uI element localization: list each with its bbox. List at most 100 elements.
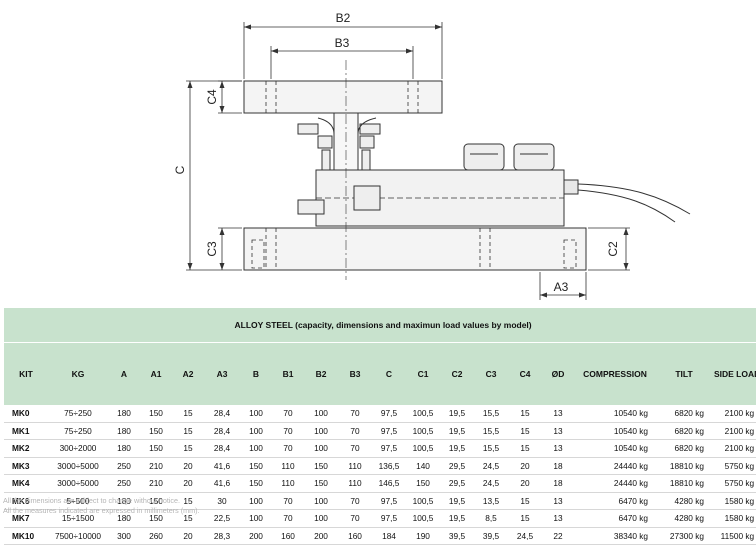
table-cell: 10540 kg: [574, 439, 656, 458]
table-cell: 2100 kg: [712, 422, 756, 440]
table-cell: 150: [304, 474, 338, 493]
table-cell: 13: [542, 492, 574, 510]
table-cell: 300÷2000: [48, 439, 108, 458]
table-cell: 100,5: [406, 422, 440, 440]
table-cell: 29,5: [440, 474, 474, 493]
column-header: A2: [172, 342, 204, 405]
table-cell: 100: [304, 405, 338, 423]
table-cell: 97,5: [372, 422, 406, 440]
table-cell: 75÷250: [48, 405, 108, 423]
table-cell: 180: [108, 405, 140, 423]
table-cell: 2100 kg: [712, 405, 756, 423]
table-cell: 24440 kg: [574, 474, 656, 493]
table-cell: 100: [240, 422, 272, 440]
table-cell: 97,5: [372, 492, 406, 510]
table-cell: 3000÷5000: [48, 474, 108, 493]
table-cell: 15: [172, 405, 204, 423]
table-cell: 11500 kg: [712, 527, 756, 545]
table-cell: 41,6: [204, 457, 240, 475]
table-cell: 15: [508, 509, 542, 528]
table-cell: 41,6: [204, 474, 240, 493]
kit-cell: MK6: [4, 492, 48, 510]
table-cell: 150: [140, 405, 172, 423]
table-cell: 6820 kg: [656, 422, 712, 440]
table-cell: 10540 kg: [574, 405, 656, 423]
table-cell: 15: [508, 439, 542, 458]
table-cell: 19,5: [440, 439, 474, 458]
table-cell: 70: [272, 509, 304, 528]
column-header: B: [240, 342, 272, 405]
table-cell: 5750 kg: [712, 457, 756, 475]
technical-drawing: B2 B3 C4 C C3 C2 A3: [173, 11, 691, 300]
table-cell: 150: [406, 474, 440, 493]
table-cell: 20: [508, 457, 542, 475]
table-cell: 28,4: [204, 405, 240, 423]
cable-gland: [563, 179, 579, 195]
table-cell: 22: [542, 527, 574, 545]
column-header: C2: [440, 342, 474, 405]
table-cell: 22,5: [204, 509, 240, 528]
table-cell: 2100 kg: [712, 439, 756, 458]
kit-cell: MK2: [4, 439, 48, 458]
table-cell: 180: [108, 422, 140, 440]
table-cell: 70: [338, 405, 372, 423]
table-cell: 20: [172, 527, 204, 545]
column-header: SIDE LOAD: [712, 342, 756, 405]
table-cell: 100: [240, 439, 272, 458]
table-cell: 15: [508, 492, 542, 510]
table-cell: 150: [240, 474, 272, 493]
table-cell: 19,5: [440, 492, 474, 510]
footnote-1: All the dimensions are subject to change…: [3, 496, 180, 505]
column-header: TILT: [656, 342, 712, 405]
table-cell: 20: [508, 474, 542, 493]
table-cell: 13: [542, 405, 574, 423]
junction-boss-1: [463, 143, 505, 171]
table-cell: 3000÷5000: [48, 457, 108, 475]
table-cell: 97,5: [372, 405, 406, 423]
bottom-bolt-right: [353, 185, 381, 211]
bottom-bolt-left: [297, 199, 325, 215]
dim-label-c: C: [173, 165, 187, 174]
table-cell: 18: [542, 474, 574, 493]
table-cell: 150: [240, 457, 272, 475]
table-cell: 250: [108, 474, 140, 493]
top-bolt-left: [297, 123, 319, 135]
table-cell: 13: [542, 509, 574, 528]
table-cell: 150: [304, 457, 338, 475]
table-cell: 15: [172, 492, 204, 510]
kit-cell: MK3: [4, 457, 48, 475]
table-cell: 140: [406, 457, 440, 475]
table-cell: 150: [140, 439, 172, 458]
table-cell: 100,5: [406, 492, 440, 510]
table-cell: 24,5: [508, 527, 542, 545]
table-cell: 30: [204, 492, 240, 510]
kit-cell: MK10: [4, 527, 48, 545]
table-cell: 5750 kg: [712, 474, 756, 493]
table-cell: 15,5: [474, 422, 508, 440]
base-plate: [243, 227, 587, 271]
column-header: KG: [48, 342, 108, 405]
table-cell: 190: [406, 527, 440, 545]
cable-wire-1: [577, 183, 691, 215]
table-cell: 146,5: [372, 474, 406, 493]
cable-wire-2: [577, 189, 676, 223]
table-cell: 200: [304, 527, 338, 545]
table-cell: 6820 kg: [656, 439, 712, 458]
table-cell: 100: [240, 405, 272, 423]
table-cell: 19,5: [440, 422, 474, 440]
table-cell: 100: [304, 492, 338, 510]
dim-label-c3: C3: [205, 241, 219, 257]
table-cell: 39,5: [474, 527, 508, 545]
table-cell: 39,5: [440, 527, 474, 545]
table-cell: 110: [272, 474, 304, 493]
column-header: COMPRESSION: [574, 342, 656, 405]
table-cell: 19,5: [440, 509, 474, 528]
table-cell: 20: [172, 474, 204, 493]
table-cell: 15: [508, 422, 542, 440]
